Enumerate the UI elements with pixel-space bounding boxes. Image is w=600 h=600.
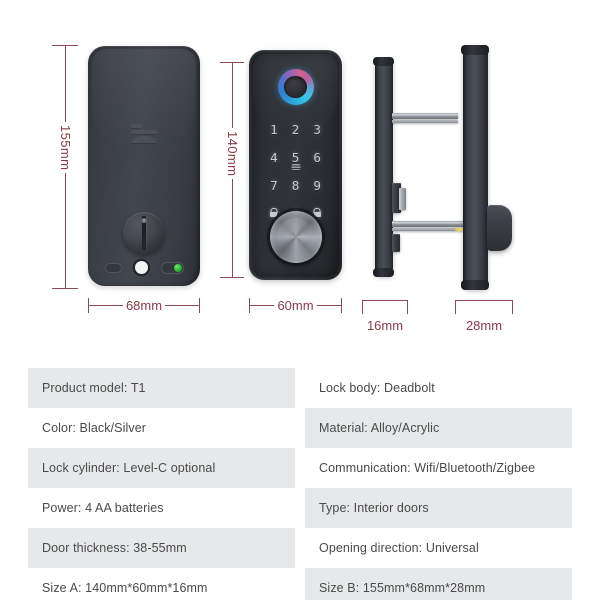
back-panel-side-view: [461, 45, 489, 290]
dim-60mm-right-line: [316, 305, 341, 306]
dim-16mm-bar: [362, 300, 408, 314]
dim-28mm: 28mm: [455, 300, 513, 333]
spec-row-lock-body: Lock body: Deadbolt: [305, 368, 572, 408]
dim-28mm-bar: [455, 300, 513, 314]
dim-16mm-left-cap: [362, 300, 363, 314]
metal-turn-knob: [269, 211, 322, 263]
keypad-key-5: 5: [291, 149, 300, 165]
keypad-key-8: 8: [291, 177, 300, 193]
dim-155mm-bottom-cap: [52, 288, 78, 289]
reset-button: [134, 261, 148, 274]
spec-row-size-a: Size A: 140mm*60mm*16mm: [28, 568, 295, 600]
spec-row-color: Color: Black/Silver: [28, 408, 295, 448]
back-panel-view: [88, 46, 200, 286]
spec-row-communication: Communication: Wifi/Bluetooth/Zigbee: [305, 448, 572, 488]
thumb-turn-knob: [123, 212, 165, 254]
spec-row-material: Material: Alloy/Acrylic: [305, 408, 572, 448]
dim-16mm-right-cap: [407, 300, 408, 314]
nfc-wifi-glyph: [291, 164, 300, 170]
spec-row-power: Power: 4 AA batteries: [28, 488, 295, 528]
battery-cover-marking: [131, 124, 157, 143]
dim-68mm-right-line: [165, 305, 199, 306]
side-view-thumb-turn: [487, 205, 512, 251]
side-back-bottom-cap: [461, 280, 489, 290]
dim-28mm-right-cap: [512, 300, 513, 314]
indicator-pill: [104, 262, 122, 273]
dim-16mm: 16mm: [362, 300, 408, 333]
numeric-keypad: 1 2 3 4 5 6 7 8 9 0: [249, 116, 342, 228]
lower-spindle-rod: [392, 221, 464, 227]
spindle-yellow-tip: [455, 228, 469, 231]
spec-row-opening-direction: Opening direction: Universal: [305, 528, 572, 568]
knob-slot: [142, 216, 146, 250]
keypad-key-2: 2: [291, 121, 300, 137]
dim-label-28mm: 28mm: [465, 318, 503, 333]
keypad-key-lock-left: [270, 212, 277, 217]
dim-label-140mm: 140mm: [225, 128, 240, 180]
dim-28mm-line: [455, 300, 513, 301]
fingerprint-sensor-center: [284, 75, 307, 99]
toggle-nub: [173, 263, 182, 272]
front-panel-side-view: [373, 57, 394, 277]
front-panel-view: 1 2 3 4 5 6 7 8 9 0: [249, 50, 342, 280]
keypad-key-4: 4: [270, 149, 278, 165]
spec-row-product-model: Product model: T1: [28, 368, 295, 408]
upper-spindle-rod: [392, 113, 458, 119]
dim-28mm-left-cap: [455, 300, 456, 314]
dim-68mm: 68mm: [88, 298, 200, 313]
green-toggle-switch: [160, 261, 184, 274]
keypad-key-9: 9: [313, 177, 321, 193]
back-panel-bottom-row: [88, 261, 200, 274]
dim-16mm-line: [362, 300, 408, 301]
spec-right-column: Lock body: Deadbolt Material: Alloy/Acry…: [305, 368, 572, 600]
dim-68mm-left-line: [89, 305, 123, 306]
dim-60mm-right-cap: [341, 298, 342, 313]
side-front-top-cap: [373, 57, 394, 66]
spec-left-column: Product model: T1 Color: Black/Silver Lo…: [28, 368, 295, 600]
spec-row-lock-cylinder: Lock cylinder: Level-C optional: [28, 448, 295, 488]
dim-140mm-bottom-cap: [220, 277, 244, 278]
dim-label-60mm: 60mm: [277, 298, 314, 313]
dim-label-16mm: 16mm: [366, 318, 404, 333]
dim-68mm-right-cap: [199, 298, 200, 313]
keypad-key-7: 7: [270, 177, 278, 193]
dim-60mm-left-cap: [249, 298, 250, 313]
lock-cylinder-housing: [392, 183, 401, 213]
side-front-bottom-cap: [373, 268, 394, 277]
dim-68mm-left-cap: [88, 298, 89, 313]
dim-60mm: 60mm: [249, 298, 342, 313]
keypad-key-3: 3: [313, 121, 321, 137]
specification-table: Product model: T1 Color: Black/Silver Lo…: [28, 368, 572, 600]
lower-latch-bracket: [392, 234, 400, 252]
side-back-top-cap: [461, 45, 489, 55]
keypad-key-lock-right: [314, 212, 321, 217]
lower-spindle-rod-thin: [392, 228, 464, 231]
dim-60mm-left-line: [250, 305, 275, 306]
dim-label-155mm: 155mm: [58, 122, 73, 174]
lock-cylinder-plate: [399, 188, 406, 210]
upper-spindle-rod-thin: [392, 120, 458, 123]
fingerprint-sensor-ring: [277, 69, 314, 105]
spec-row-type: Type: Interior doors: [305, 488, 572, 528]
spec-row-door-thickness: Door thickness: 38-55mm: [28, 528, 295, 568]
spec-row-size-b: Size B: 155mm*68mm*28mm: [305, 568, 572, 600]
keypad-key-1: 1: [270, 121, 278, 137]
keypad-key-6: 6: [313, 149, 321, 165]
dim-label-68mm: 68mm: [125, 298, 163, 313]
